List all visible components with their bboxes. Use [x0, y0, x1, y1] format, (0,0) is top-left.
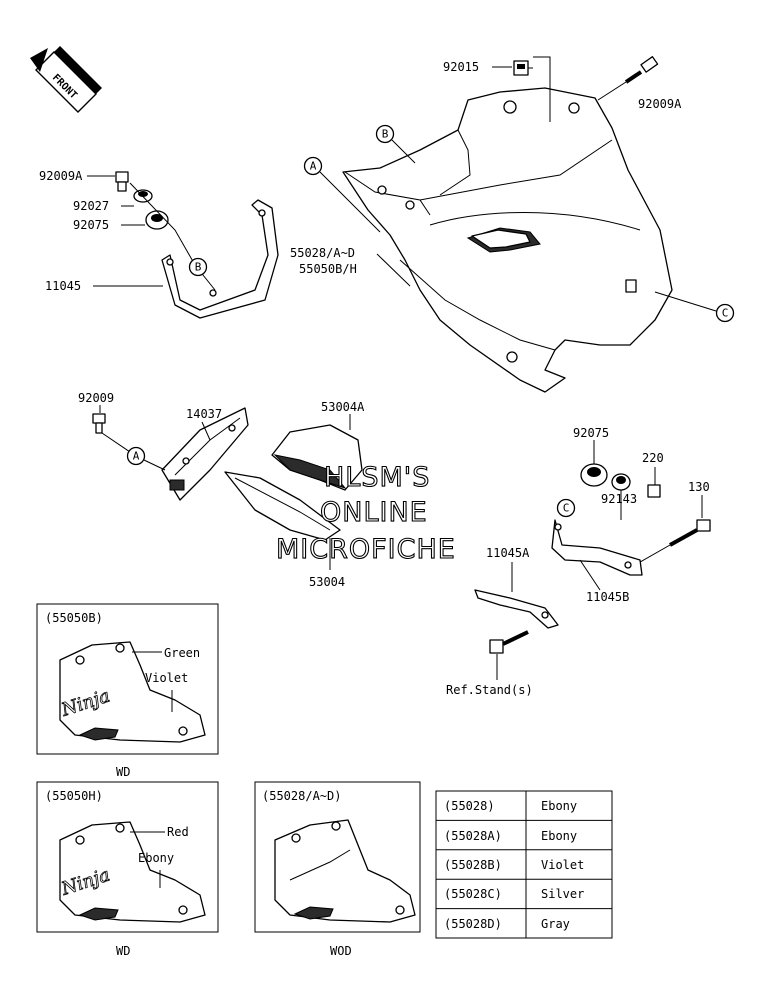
callout-92027: 92027: [73, 199, 109, 213]
svg-text:Red: Red: [167, 825, 189, 839]
svg-text:HLSM'S: HLSM'S: [324, 462, 430, 493]
marker-a-top: A: [303, 156, 381, 233]
collar-92143: [611, 473, 631, 491]
callout-92075-right: 92075: [573, 426, 609, 440]
callout-11045: 11045: [45, 279, 81, 293]
callout-55050: 55050B/H: [299, 262, 357, 276]
table-cell-color: Silver: [541, 887, 584, 901]
svg-text:Ebony: Ebony: [138, 851, 174, 865]
bolt-220: [647, 484, 661, 498]
callout-92009: 92009: [78, 391, 114, 405]
grommet-92075-right: [580, 463, 608, 487]
svg-text:A: A: [133, 450, 140, 463]
callout-11045b: 11045B: [586, 590, 629, 604]
cover-53004: [224, 471, 341, 541]
variant-caption-2: WD: [116, 944, 130, 958]
bracket-11045a: [474, 589, 559, 629]
variant-box-55028: (55028/A~D): [254, 781, 421, 933]
table-cell-color: Violet: [541, 858, 584, 872]
table-cell-code: (55028): [444, 799, 495, 813]
callout-53004a: 53004A: [321, 400, 365, 414]
svg-text:MICROFICHE: MICROFICHE: [276, 534, 456, 565]
callout-55028: 55028/A~D: [290, 246, 355, 260]
marker-c-lower: C: [556, 498, 576, 518]
marker-b-top: B: [375, 124, 416, 164]
table-cell-code: (55028A): [444, 829, 502, 843]
bracket-14037: [161, 407, 249, 501]
marker-a-left: A: [126, 446, 166, 471]
callout-220: 220: [642, 451, 664, 465]
svg-text:C: C: [722, 307, 729, 320]
callout-92009a-top: 92009A: [638, 97, 682, 111]
bolt-92009: [92, 413, 131, 453]
bolt-130: [634, 519, 711, 566]
svg-text:B: B: [195, 261, 202, 274]
bracket-11045b: [551, 519, 643, 576]
leader-lines: [87, 66, 703, 680]
svg-text:(55050H): (55050H): [45, 789, 103, 803]
table-cell-color: Ebony: [541, 799, 577, 813]
variant-caption-1: WD: [116, 765, 130, 779]
svg-text:C: C: [563, 502, 570, 515]
marker-c-right: C: [654, 291, 735, 323]
callout-92009a-left: 92009A: [39, 169, 83, 183]
svg-text:(55028/A~D): (55028/A~D): [262, 789, 341, 803]
table-cell-code: (55028C): [444, 887, 502, 901]
marker-b-left: B: [188, 257, 208, 277]
bolt-ref-stand: [489, 630, 529, 654]
bolt-92009a-top: [597, 56, 659, 101]
svg-text:B: B: [382, 128, 389, 141]
callout-14037: 14037: [186, 407, 222, 421]
variant-title: (55050B): [45, 611, 103, 625]
svg-text:A: A: [310, 160, 317, 173]
collar-92027: [133, 189, 153, 203]
table-cell-code: (55028B): [444, 858, 502, 872]
callout-92075-left: 92075: [73, 218, 109, 232]
table-cell-code: (55028D): [444, 917, 502, 931]
color-table: (55028) Ebony (55028A) Ebony (55028B) Vi…: [435, 790, 613, 939]
bracket-11045: [161, 199, 279, 319]
svg-text:Green: Green: [164, 646, 200, 660]
callout-92143: 92143: [601, 492, 637, 506]
callout-130: 130: [688, 480, 710, 494]
variant-box-55050h: (55050H) Ninja Red Ebony: [36, 781, 219, 933]
table-cell-color: Ebony: [541, 829, 577, 843]
svg-text:ONLINE: ONLINE: [320, 497, 428, 528]
callout-ref-stand: Ref.Stand(s): [446, 683, 533, 697]
lower-cowling-main: [342, 87, 673, 393]
callout-53004: 53004: [309, 575, 345, 589]
grommet-92075-left: [145, 210, 169, 230]
callout-92015: 92015: [443, 60, 479, 74]
callout-11045a: 11045A: [486, 546, 530, 560]
table-cell-color: Gray: [541, 917, 570, 931]
cover-53004a: [271, 424, 363, 491]
front-arrow-icon: FRONT: [30, 46, 102, 113]
watermark: HLSM'S ONLINE MICROFICHE: [275, 461, 456, 565]
svg-text:Violet: Violet: [145, 671, 188, 685]
variant-caption-3: WOD: [330, 944, 352, 958]
clip-92015: [513, 56, 551, 122]
variant-box-55050b: (55050B) Ninja Green Violet: [36, 603, 219, 755]
bolt-92009a-left: [115, 171, 129, 192]
